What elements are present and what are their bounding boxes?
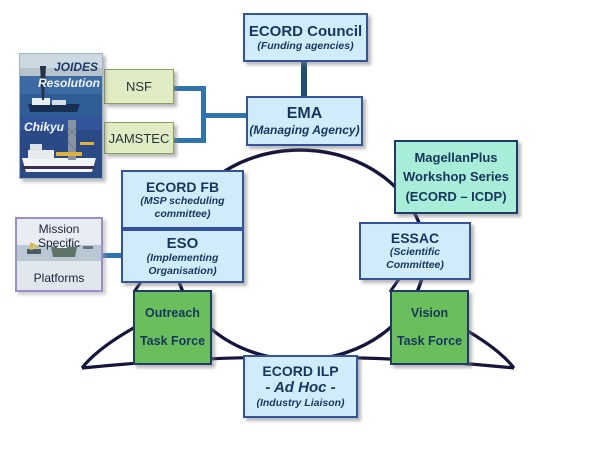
node-line3: (ECORD – ICDP) bbox=[405, 188, 507, 204]
nsf-connector bbox=[172, 86, 204, 91]
node-title: ECORD Council bbox=[248, 22, 363, 40]
node-subtitle-line1: (Implementing bbox=[146, 252, 219, 265]
node-eso: ESO (Implementing Organisation) bbox=[121, 229, 244, 283]
node-magellanplus: MagellanPlus Workshop Series (ECORD – IC… bbox=[394, 140, 518, 214]
bracket-to-ema-connector bbox=[201, 113, 248, 118]
node-line1: MagellanPlus bbox=[414, 149, 498, 165]
node-vision-task-force: Vision Task Force bbox=[390, 290, 469, 365]
node-subtitle: (Managing Agency) bbox=[249, 123, 360, 137]
node-line2: Task Force bbox=[396, 334, 463, 349]
drillships-photo-art bbox=[20, 54, 102, 178]
msp-to-eso-connector bbox=[96, 253, 123, 258]
node-line1: Outreach bbox=[145, 306, 200, 321]
node-outreach-task-force: Outreach Task Force bbox=[133, 290, 212, 365]
node-title: ECORD FB bbox=[145, 178, 220, 195]
node-title: ESSAC bbox=[390, 230, 440, 247]
node-subtitle-line2: committee) bbox=[154, 207, 211, 220]
joides-label: JOIDES bbox=[53, 60, 98, 74]
node-subtitle: (Industry Liaison) bbox=[256, 397, 345, 410]
node-label: NSF bbox=[126, 79, 152, 94]
jamstec-connector bbox=[172, 138, 204, 143]
council-to-ema-connector bbox=[301, 61, 307, 98]
msp-photo-art bbox=[17, 219, 101, 290]
msp-label-line3: Platforms bbox=[33, 271, 85, 285]
node-title: ESO bbox=[166, 234, 199, 252]
node-title: EMA bbox=[286, 104, 323, 122]
chikyu-label: Chikyu bbox=[24, 120, 65, 134]
node-essac: ESSAC (Scientific Committee) bbox=[359, 222, 471, 280]
node-line2: Task Force bbox=[139, 334, 206, 349]
node-label: JAMSTEC bbox=[108, 130, 170, 146]
node-subtitle-line1: (MSP scheduling bbox=[140, 194, 225, 207]
node-subtitle-line1: (Scientific bbox=[389, 246, 441, 259]
node-subtitle-line2: Committee) bbox=[386, 259, 444, 272]
node-adhoc: - Ad Hoc - bbox=[265, 379, 336, 397]
resolution-label: Resolution bbox=[38, 76, 100, 90]
msp-label-line1: Mission bbox=[38, 222, 80, 236]
msp-label-line2: Specific bbox=[37, 236, 81, 250]
drillships-photo: JOIDES Resolution Chikyu bbox=[19, 53, 103, 179]
node-line1: Vision bbox=[410, 306, 449, 321]
node-ecord-fb: ECORD FB (MSP scheduling committee) bbox=[121, 170, 244, 229]
node-ema: EMA (Managing Agency) bbox=[246, 96, 363, 146]
node-line2: Workshop Series bbox=[403, 169, 509, 185]
node-subtitle-line2: Organisation) bbox=[148, 264, 217, 277]
node-ecord-council: ECORD Council (Funding agencies) bbox=[243, 13, 368, 62]
node-title: ECORD ILP bbox=[262, 363, 339, 380]
node-ecord-ilp: ECORD ILP - Ad Hoc - (Industry Liaison) bbox=[243, 355, 358, 418]
msp-photo: Mission Specific Platforms bbox=[15, 217, 103, 292]
node-jamstec: JAMSTEC bbox=[104, 122, 174, 154]
node-nsf: NSF bbox=[104, 69, 174, 104]
node-subtitle: (Funding agencies) bbox=[257, 39, 354, 52]
